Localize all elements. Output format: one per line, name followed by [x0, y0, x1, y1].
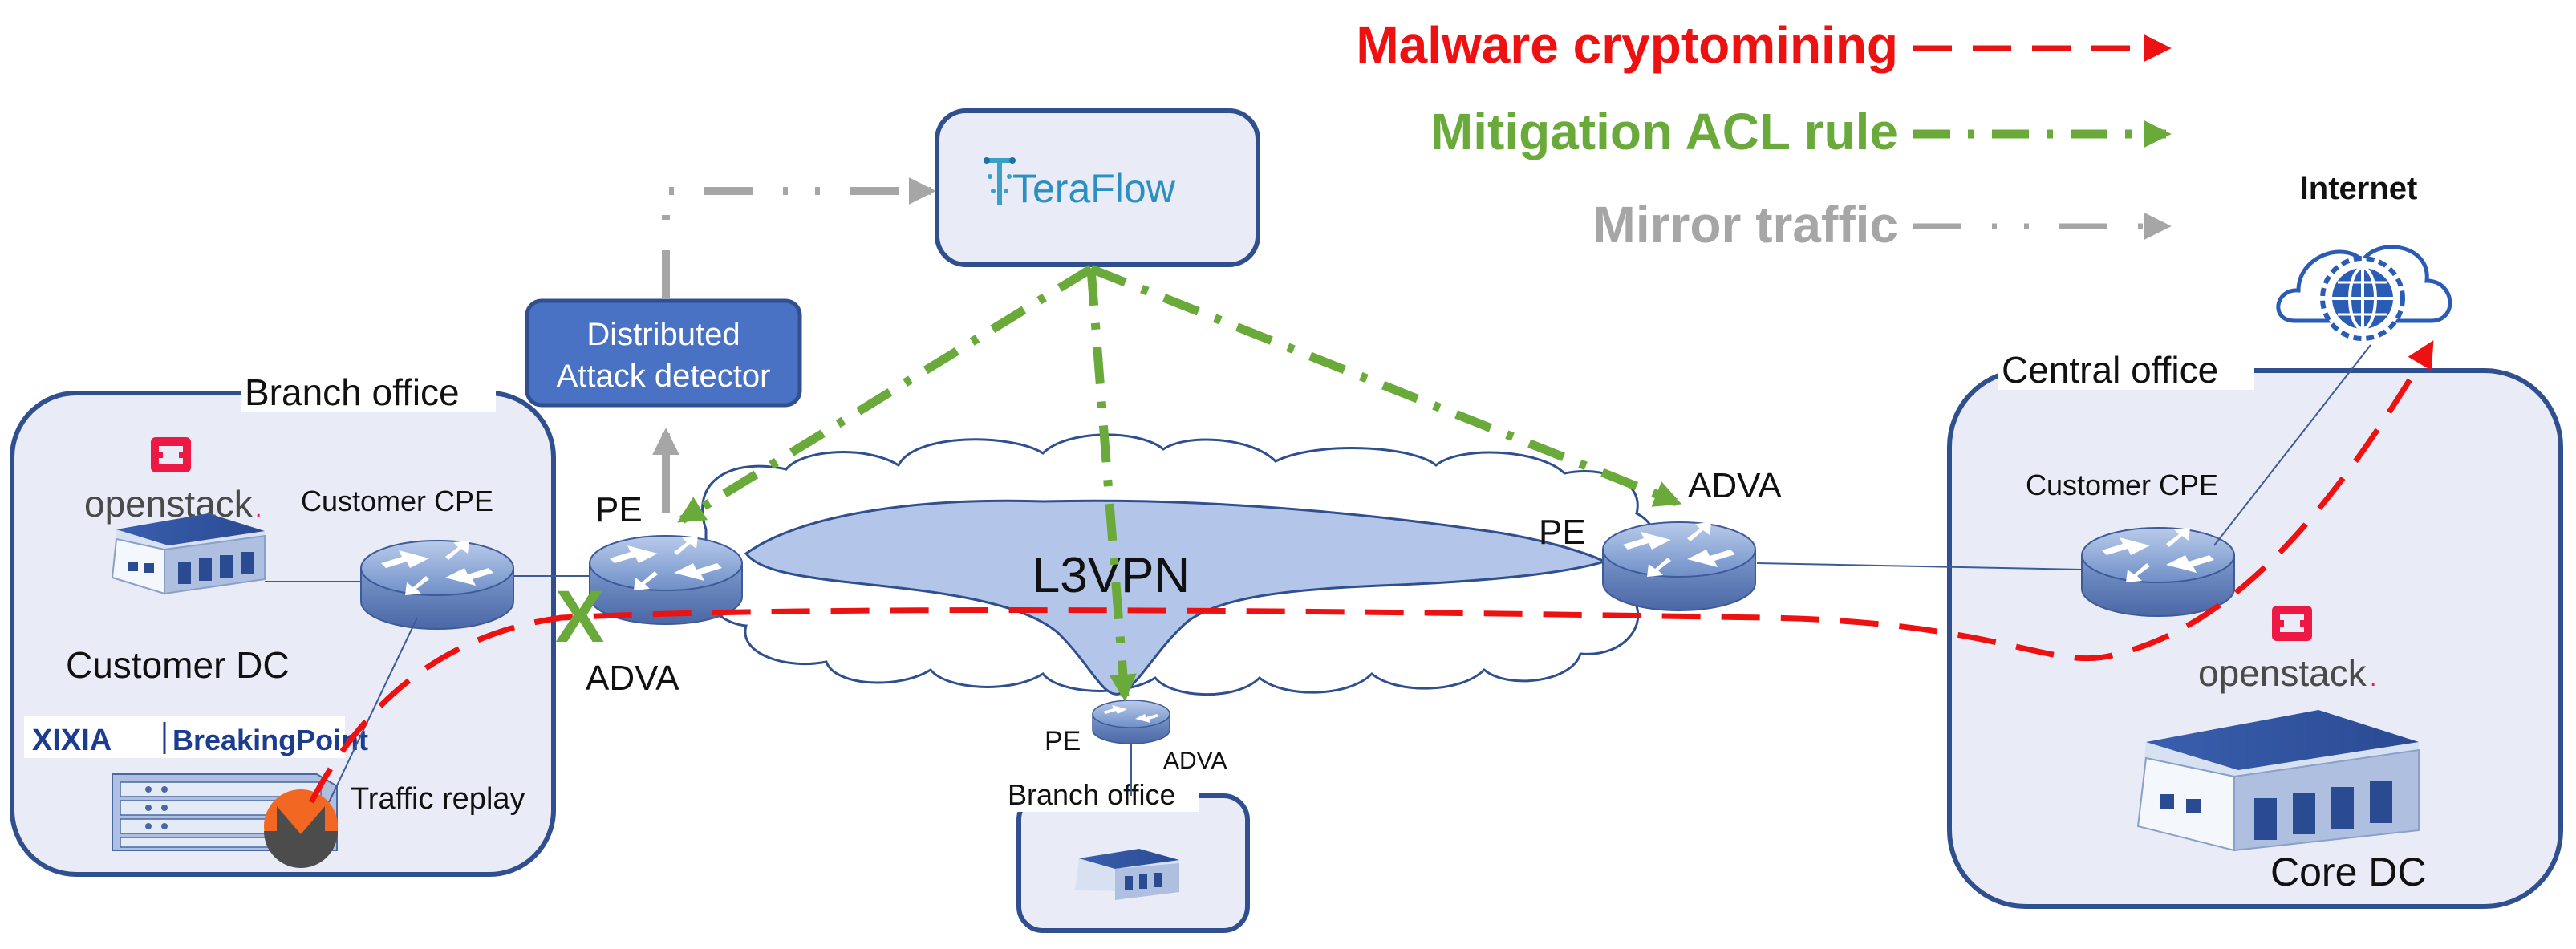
openstack-logo-right: openstack .: [2198, 606, 2376, 694]
customer-dc-label: Customer DC: [66, 644, 290, 686]
legend-mirror: Mirror traffic: [1593, 196, 2172, 253]
legend-malware: Malware cryptomining: [1356, 16, 2172, 74]
vpn-shape: [744, 499, 1608, 696]
mirror-detector-to-teraflow: [662, 177, 936, 298]
pe-left: PE ADVA: [586, 490, 743, 698]
openstack-logo-left: openstack .: [84, 437, 262, 525]
openstack-icon: [151, 437, 191, 472]
central-office-title-bg: [1998, 348, 2254, 390]
pe-right-vendor: ADVA: [1688, 466, 1782, 505]
ixia-breakingpoint-logo: XIXIA BreakingPoint: [24, 716, 368, 758]
branch-bottom-building-icon: [1075, 849, 1179, 900]
ixia-label: XIXIA: [32, 724, 112, 757]
router-icon-pe-bottom: [1092, 700, 1170, 744]
branch-bottom-title: Branch office: [1008, 778, 1175, 811]
teraflow-box: [935, 108, 1260, 267]
mitigation-to-pe-left: [677, 265, 1093, 524]
cpe-left-label: Customer CPE: [301, 485, 493, 517]
router-icon-cpe-right: [2081, 527, 2235, 617]
internet: Internet: [2276, 171, 2452, 341]
vpn-cloud: L3VPN: [698, 433, 1658, 696]
pe-left-label: PE: [595, 490, 643, 529]
link-pe-right-cpe-right: [1756, 562, 2083, 570]
branch-left-title-bg: [241, 371, 496, 412]
mirror-path: [652, 177, 936, 513]
teraflow-logo-icon: [984, 157, 1016, 205]
link-cpe-replay: [328, 617, 418, 803]
attack-detector-line1: Distributed: [586, 317, 740, 352]
openstack-icon: [2272, 606, 2312, 641]
central-office: Central office Customer CPE openstack .: [1947, 348, 2563, 909]
mitigation-paths: [677, 264, 1682, 702]
core-dc-building-icon: [2136, 710, 2420, 852]
central-office-title: Central office: [2002, 349, 2218, 391]
legend-mitigation: Mitigation ACL rule: [1430, 103, 2172, 160]
legend: Malware cryptomining Mitigation ACL rule…: [1356, 16, 2172, 253]
openstack-suffix-right: .: [2370, 665, 2376, 691]
branch-office-left: Branch office openstack . Custom: [10, 371, 556, 877]
branch-bottom-title-bg: [1004, 772, 1199, 812]
legend-mirror-label: Mirror traffic: [1593, 196, 1899, 253]
link-cpe-internet: [2213, 344, 2371, 546]
branch-office-bottom: Branch office: [1004, 736, 1250, 933]
pe-left-vendor: ADVA: [586, 659, 679, 698]
attack-detector-box: [525, 298, 802, 408]
cloud-globe-icon: [2276, 245, 2452, 341]
pe-right-label: PE: [1539, 513, 1586, 552]
router-icon-cpe-left: [360, 540, 514, 630]
openstack-wordmark-right: openstack: [2198, 652, 2367, 694]
openstack-suffix-left: .: [255, 496, 262, 522]
malware-path: [308, 340, 2434, 804]
attack-detector: Distributed Attack detector: [525, 298, 802, 408]
internet-label: Internet: [2300, 171, 2418, 206]
traffic-replay-label: Traffic replay: [351, 782, 525, 816]
openstack-wordmark-left: openstack: [84, 483, 254, 525]
block-x-mark: X: [555, 576, 604, 658]
pe-bottom-vendor: ADVA: [1163, 748, 1227, 774]
mitigation-to-pe-right: [1089, 264, 1682, 507]
customer-dc-building-icon: [111, 513, 266, 595]
breakingpoint-label: BreakingPoint: [172, 724, 368, 756]
core-dc-label: Core DC: [2270, 850, 2426, 894]
monero-icon: [264, 789, 338, 868]
teraflow-controller: TeraFlow: [935, 108, 1260, 267]
teraflow-label: TeraFlow: [1012, 166, 1176, 211]
pe-bottom-label: PE: [1045, 726, 1081, 756]
attack-detector-line2: Attack detector: [557, 359, 771, 394]
pe-right: PE ADVA: [1539, 466, 1782, 611]
legend-mitigation-label: Mitigation ACL rule: [1430, 103, 1898, 160]
pe-bottom: PE ADVA: [1045, 700, 1227, 774]
branch-left-title: Branch office: [245, 371, 460, 413]
vpn-label: L3VPN: [1032, 548, 1190, 603]
router-icon-pe-right: [1602, 521, 1756, 611]
cpe-right-label: Customer CPE: [2026, 468, 2218, 501]
legend-malware-label: Malware cryptomining: [1356, 16, 1898, 74]
mitigation-to-pe-bottom: [1086, 268, 1137, 702]
